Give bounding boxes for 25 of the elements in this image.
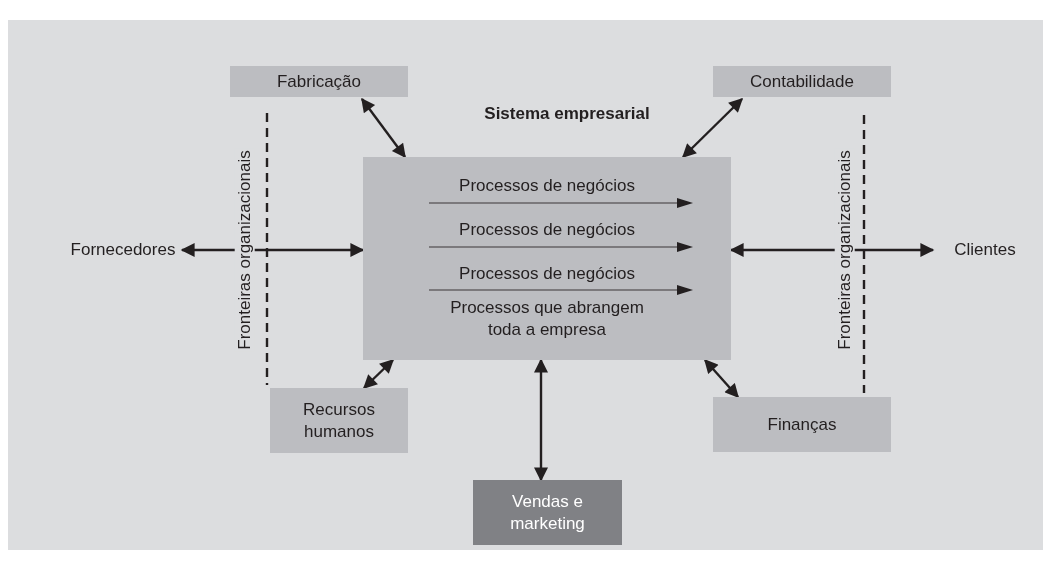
process-text: Processos que abrangem toda a empresa (449, 297, 645, 341)
department-label: Contabilidade (750, 70, 854, 93)
process-text: Processos de negócios (458, 263, 636, 285)
process-text: Processos de negócios (458, 175, 636, 197)
department-label: Fabricação (276, 70, 362, 93)
department-box (713, 66, 891, 97)
process-text: Processos de negócios (458, 219, 636, 241)
arrow (534, 358, 548, 482)
department-box (713, 397, 891, 452)
boundary-label: Fronteiras organizacionais (234, 148, 255, 352)
department-label: Vendas e marketing (509, 490, 586, 535)
arrow (361, 97, 406, 159)
department-label: Finanças (767, 413, 837, 436)
partner-label: Clientes (954, 239, 1016, 261)
department-box (230, 66, 408, 97)
system-title: Sistema empresarial (483, 103, 651, 125)
arrow (704, 358, 739, 399)
department-label: Recursos humanos (302, 398, 376, 443)
department-box (270, 388, 408, 453)
arrow (682, 98, 743, 158)
boundary-label: Fronteiras organizacionais (834, 148, 855, 352)
partner-label: Fornecedores (70, 239, 176, 261)
arrow (180, 243, 365, 257)
arrow (363, 359, 394, 389)
department-box (473, 480, 622, 545)
